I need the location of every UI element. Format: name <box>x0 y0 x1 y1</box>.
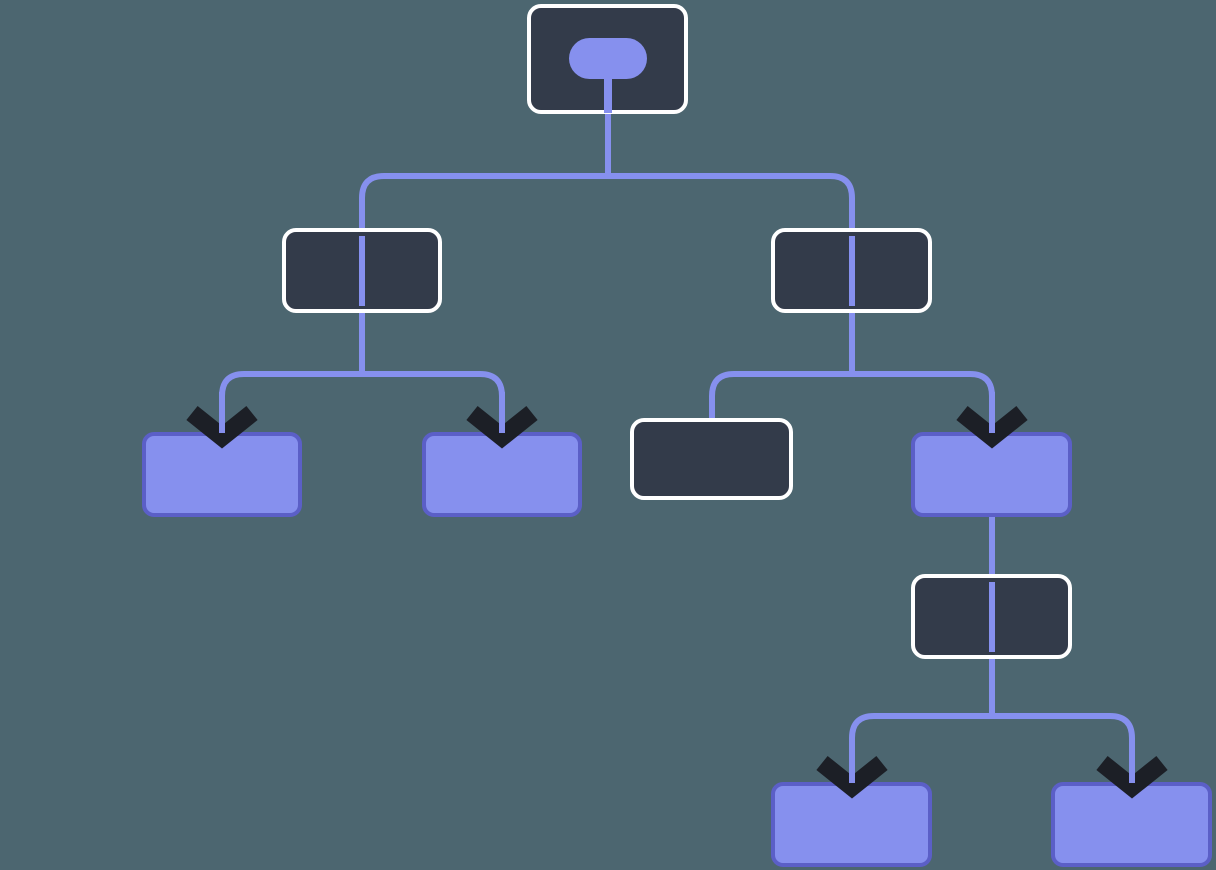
pill-stem <box>604 77 612 113</box>
arrowhead-chevron-down-icon <box>1096 755 1168 799</box>
level3-dark-node[interactable] <box>630 418 793 500</box>
root-node[interactable] <box>527 4 688 114</box>
arrowhead-chevron-down-icon <box>466 405 538 449</box>
edge-level2-right-to-dark-node[interactable] <box>709 313 855 418</box>
arrowhead-chevron-down-icon <box>816 755 888 799</box>
arrow-marker-layer <box>186 392 1168 799</box>
arrowhead-chevron-down-icon <box>956 405 1028 449</box>
edge-level4-to-leaf-two[interactable] <box>989 659 1135 787</box>
node-body-dark <box>630 418 793 500</box>
edge-layer <box>219 114 1135 787</box>
pill-shape-icon <box>569 38 647 79</box>
overlay-line-layer <box>359 236 995 652</box>
arrowhead-chevron-down-icon <box>186 405 258 449</box>
edge-root-to-level2-right[interactable] <box>605 114 855 320</box>
edge-root-to-level2-left[interactable] <box>359 114 611 320</box>
node-layer <box>142 4 1212 867</box>
edge-level4-to-leaf-one[interactable] <box>849 659 995 787</box>
